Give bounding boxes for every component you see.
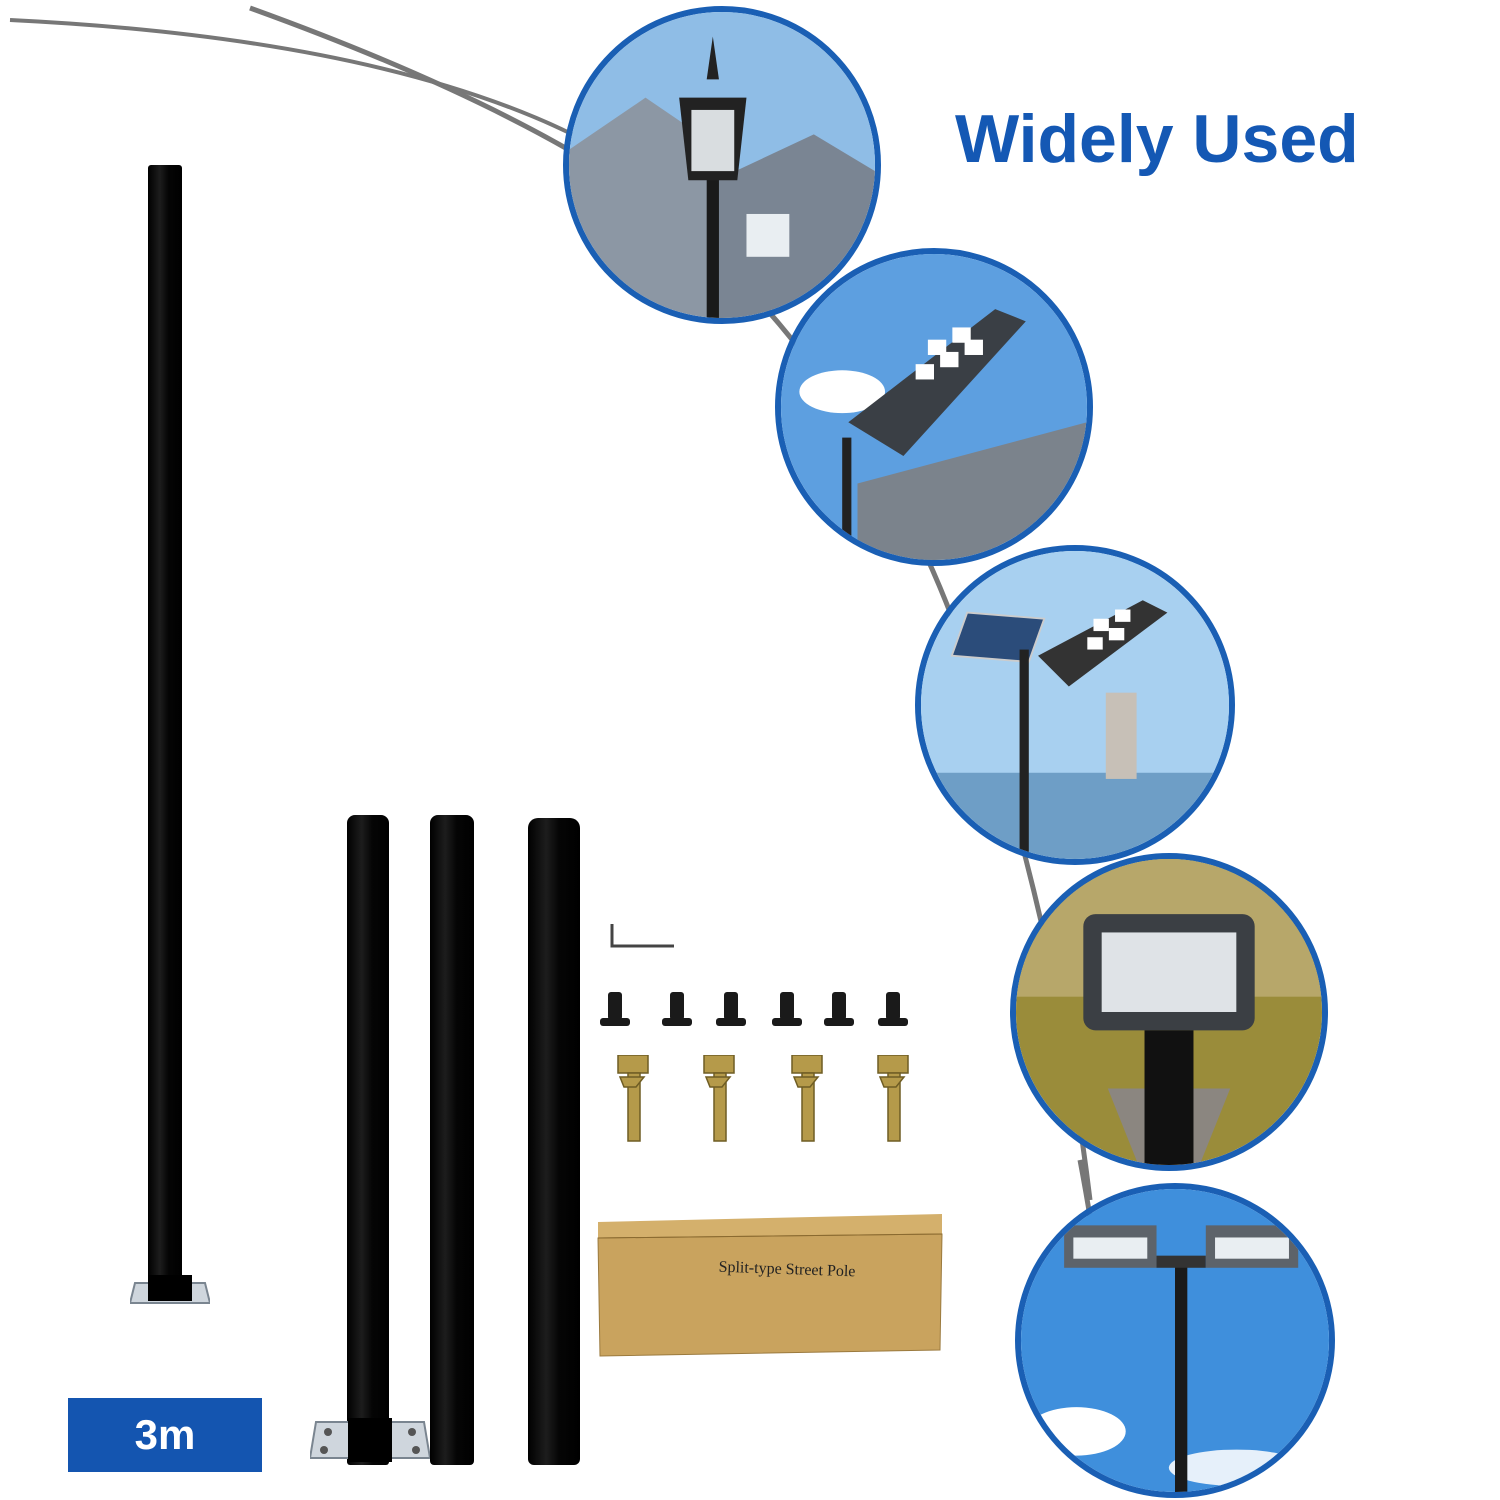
solar-street-light-icon <box>781 254 1087 560</box>
solar-panel-light-icon <box>921 551 1229 859</box>
use-case-solar-street-light <box>775 248 1093 566</box>
hex-key-icon <box>610 924 674 948</box>
cardboard-box <box>597 1214 943 1357</box>
use-case-floodlight <box>1010 853 1328 1171</box>
pole-section-3 <box>528 818 580 1465</box>
use-case-solar-panel-light <box>915 545 1235 865</box>
double-head-light-icon <box>1021 1189 1329 1492</box>
pole-height-badge: 3m <box>68 1398 262 1472</box>
pole-section-2 <box>430 815 474 1465</box>
garden-lantern-icon <box>569 12 875 318</box>
headline: Widely Used <box>955 101 1359 177</box>
floodlight-icon <box>1016 859 1322 1165</box>
pole-base-plate <box>310 1418 430 1462</box>
pole-base-plate <box>130 1275 210 1304</box>
use-case-double-head-light <box>1015 1183 1335 1498</box>
use-case-garden-lantern <box>563 6 881 324</box>
